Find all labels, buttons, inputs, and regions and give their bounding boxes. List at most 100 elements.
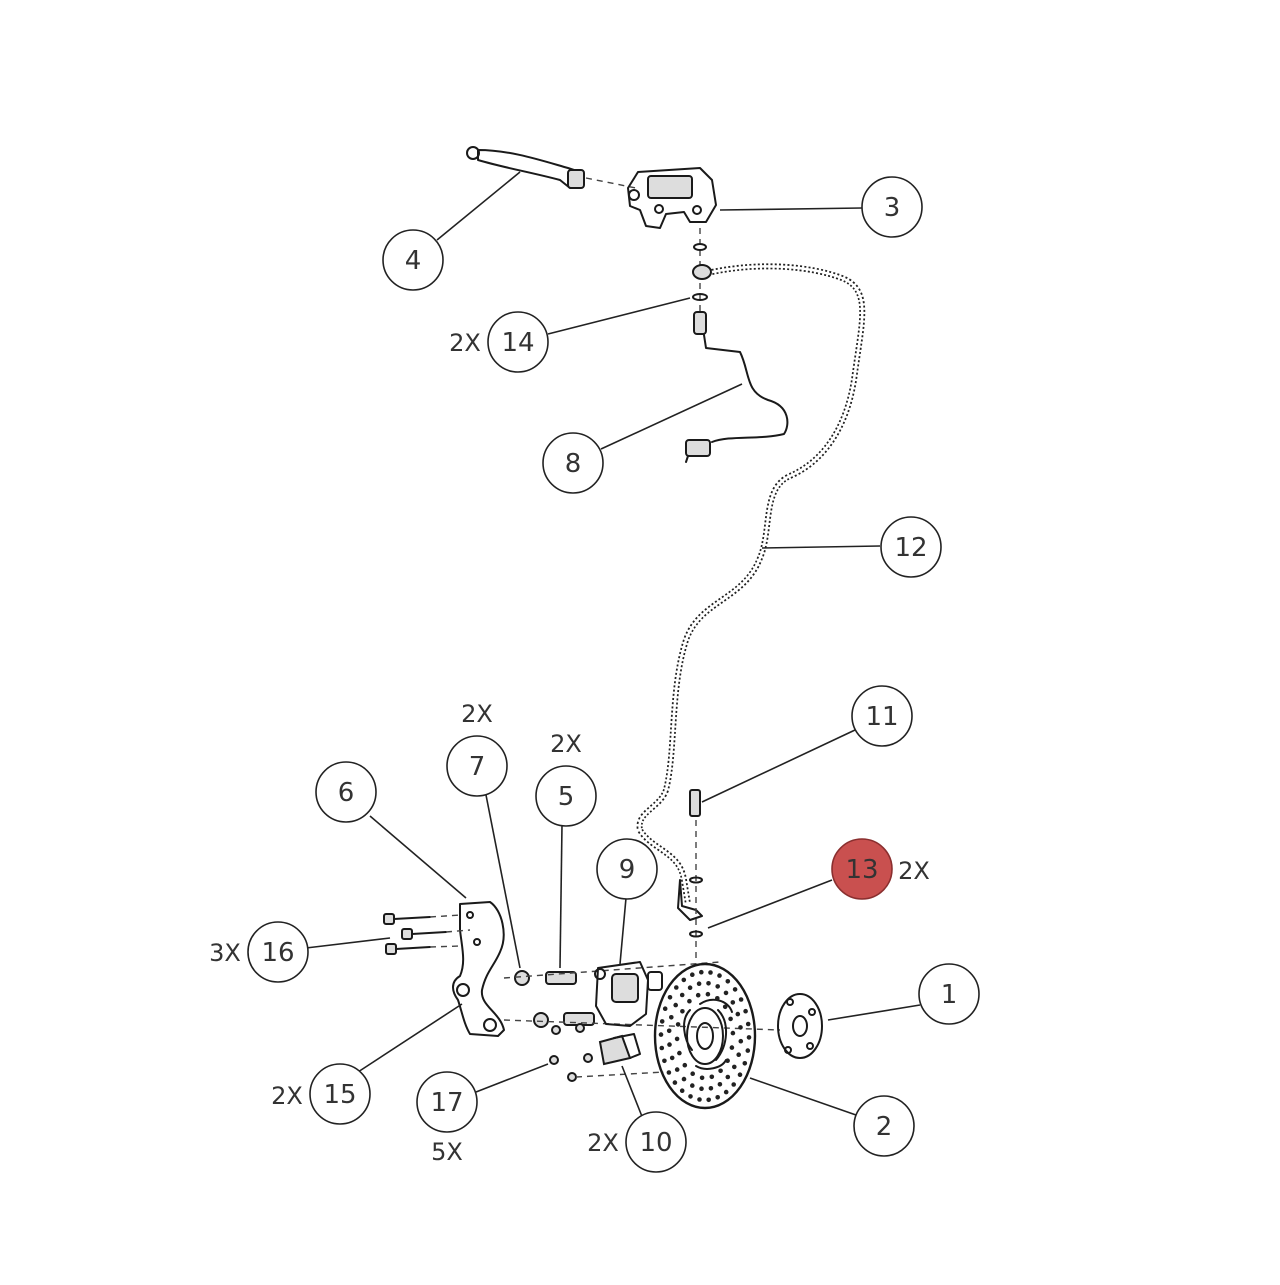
bleeder-screw <box>689 789 701 817</box>
callout-12[interactable]: 12 <box>880 516 942 578</box>
disc-hole <box>674 1067 680 1072</box>
callout-5[interactable]: 2X 5 <box>535 730 597 827</box>
disc-hole <box>729 1045 735 1050</box>
disc-hole <box>659 1019 665 1024</box>
bolt-axis-c <box>429 945 461 948</box>
pin-axis-lower <box>503 1019 781 1031</box>
callout-2-circle <box>853 1095 915 1157</box>
disc-hole <box>738 997 744 1002</box>
disc-hole <box>745 1048 751 1053</box>
disc-hole <box>708 1086 714 1091</box>
disc-hole <box>718 1068 723 1074</box>
lever-axis-line <box>585 177 637 189</box>
callout-14-circle <box>487 311 549 373</box>
banjo-bolt <box>693 311 707 335</box>
callout-17-number: 17 <box>430 1088 463 1118</box>
callout-9[interactable]: 9 <box>596 838 658 900</box>
disc-hole <box>681 1076 687 1082</box>
callout-10-circle <box>625 1111 687 1173</box>
disc-hole <box>732 987 738 992</box>
callout-8-number: 8 <box>565 449 582 479</box>
callout-8[interactable]: 8 <box>542 432 604 494</box>
callout-3-circle <box>861 176 923 238</box>
disc-hole <box>687 985 693 990</box>
disc-hole <box>659 1045 665 1051</box>
callout-13[interactable]: 13 2X <box>831 838 930 900</box>
callout-15[interactable]: 2X 15 <box>271 1063 371 1125</box>
callout-13-number: 13 <box>845 855 878 885</box>
disc-hole <box>674 1036 680 1042</box>
callout-2[interactable]: 2 <box>853 1095 915 1157</box>
callout-17[interactable]: 17 5X <box>416 1071 478 1166</box>
washer-13-upper <box>689 876 703 884</box>
master-cylinder-part <box>627 167 717 229</box>
brake-hose-part <box>636 263 866 905</box>
bolt-axis-b <box>445 929 471 933</box>
callout-9-circle <box>596 838 658 900</box>
callout-14-qty: 2X <box>449 329 481 357</box>
disc-hole <box>735 1011 741 1017</box>
caliper-bracket-part <box>452 901 505 1037</box>
disc-hole <box>667 1042 672 1047</box>
disc-holes <box>658 969 752 1103</box>
disc-hole <box>745 1021 751 1027</box>
callout-4[interactable]: 4 <box>382 229 444 291</box>
callout-16-number: 16 <box>261 938 294 968</box>
callout-11[interactable]: 11 <box>851 685 913 747</box>
disc-hole <box>695 992 701 998</box>
pin-axis-upper <box>503 961 721 979</box>
disc-hole <box>732 1064 737 1070</box>
callout-7-number: 7 <box>469 752 486 782</box>
disc-hole <box>699 969 704 975</box>
disc-hole <box>705 991 711 997</box>
disc-hole <box>658 1032 664 1037</box>
callout-10-number: 10 <box>639 1128 672 1158</box>
disc-hole <box>725 979 731 984</box>
callout-1[interactable]: 1 <box>918 963 980 1025</box>
disc-hole <box>730 1000 736 1005</box>
disc-hole <box>669 1015 674 1020</box>
disc-hole <box>736 1052 741 1057</box>
callout-16[interactable]: 3X 16 <box>209 921 309 983</box>
bolt-axis-a <box>429 914 461 918</box>
callout-6-number: 6 <box>338 778 355 808</box>
brake-pads-part <box>598 1033 641 1066</box>
disc-hole <box>675 1022 681 1027</box>
callout-11-number: 11 <box>865 702 898 732</box>
callout-7[interactable]: 2X 7 <box>446 700 508 797</box>
callout-15-number: 15 <box>323 1080 356 1110</box>
disc-hole <box>672 1080 678 1085</box>
screws-17-part <box>549 1023 593 1082</box>
callout-8-circle <box>542 432 604 494</box>
disc-hole <box>696 981 702 986</box>
disc-hole <box>728 1016 733 1022</box>
disc-hole <box>738 1038 744 1044</box>
disc-hole <box>717 973 722 978</box>
disc-hole <box>681 977 687 983</box>
callout-3[interactable]: 3 <box>861 176 923 238</box>
bushing-lower <box>533 1012 549 1028</box>
washer-13-lower <box>689 930 703 938</box>
callout-17-qty: 5X <box>431 1138 463 1166</box>
screw-axis <box>575 1071 665 1078</box>
disc-hole <box>746 1035 752 1040</box>
callout-10[interactable]: 2X 10 <box>587 1111 687 1173</box>
callout-1-circle <box>918 963 980 1025</box>
callout-11-circle <box>851 685 913 747</box>
disc-hole <box>669 1055 675 1061</box>
disc-hole <box>715 984 720 989</box>
disc-hole <box>731 1082 736 1087</box>
callout-14[interactable]: 2X 14 <box>449 311 549 373</box>
disc-hole <box>723 990 729 996</box>
callout-5-number: 5 <box>558 782 575 812</box>
disc-hole <box>722 1004 728 1010</box>
disc-hole <box>697 1097 702 1102</box>
disc-hole <box>708 970 713 975</box>
brake-switch-cable-part <box>685 334 789 463</box>
caliper-part <box>594 961 663 1027</box>
disc-hole <box>673 1002 678 1008</box>
callout-6[interactable]: 6 <box>315 761 377 823</box>
callout-layer: 1 2 3 4 2X 5 6 2X 7 <box>209 176 980 1173</box>
disc-hole <box>706 981 711 986</box>
